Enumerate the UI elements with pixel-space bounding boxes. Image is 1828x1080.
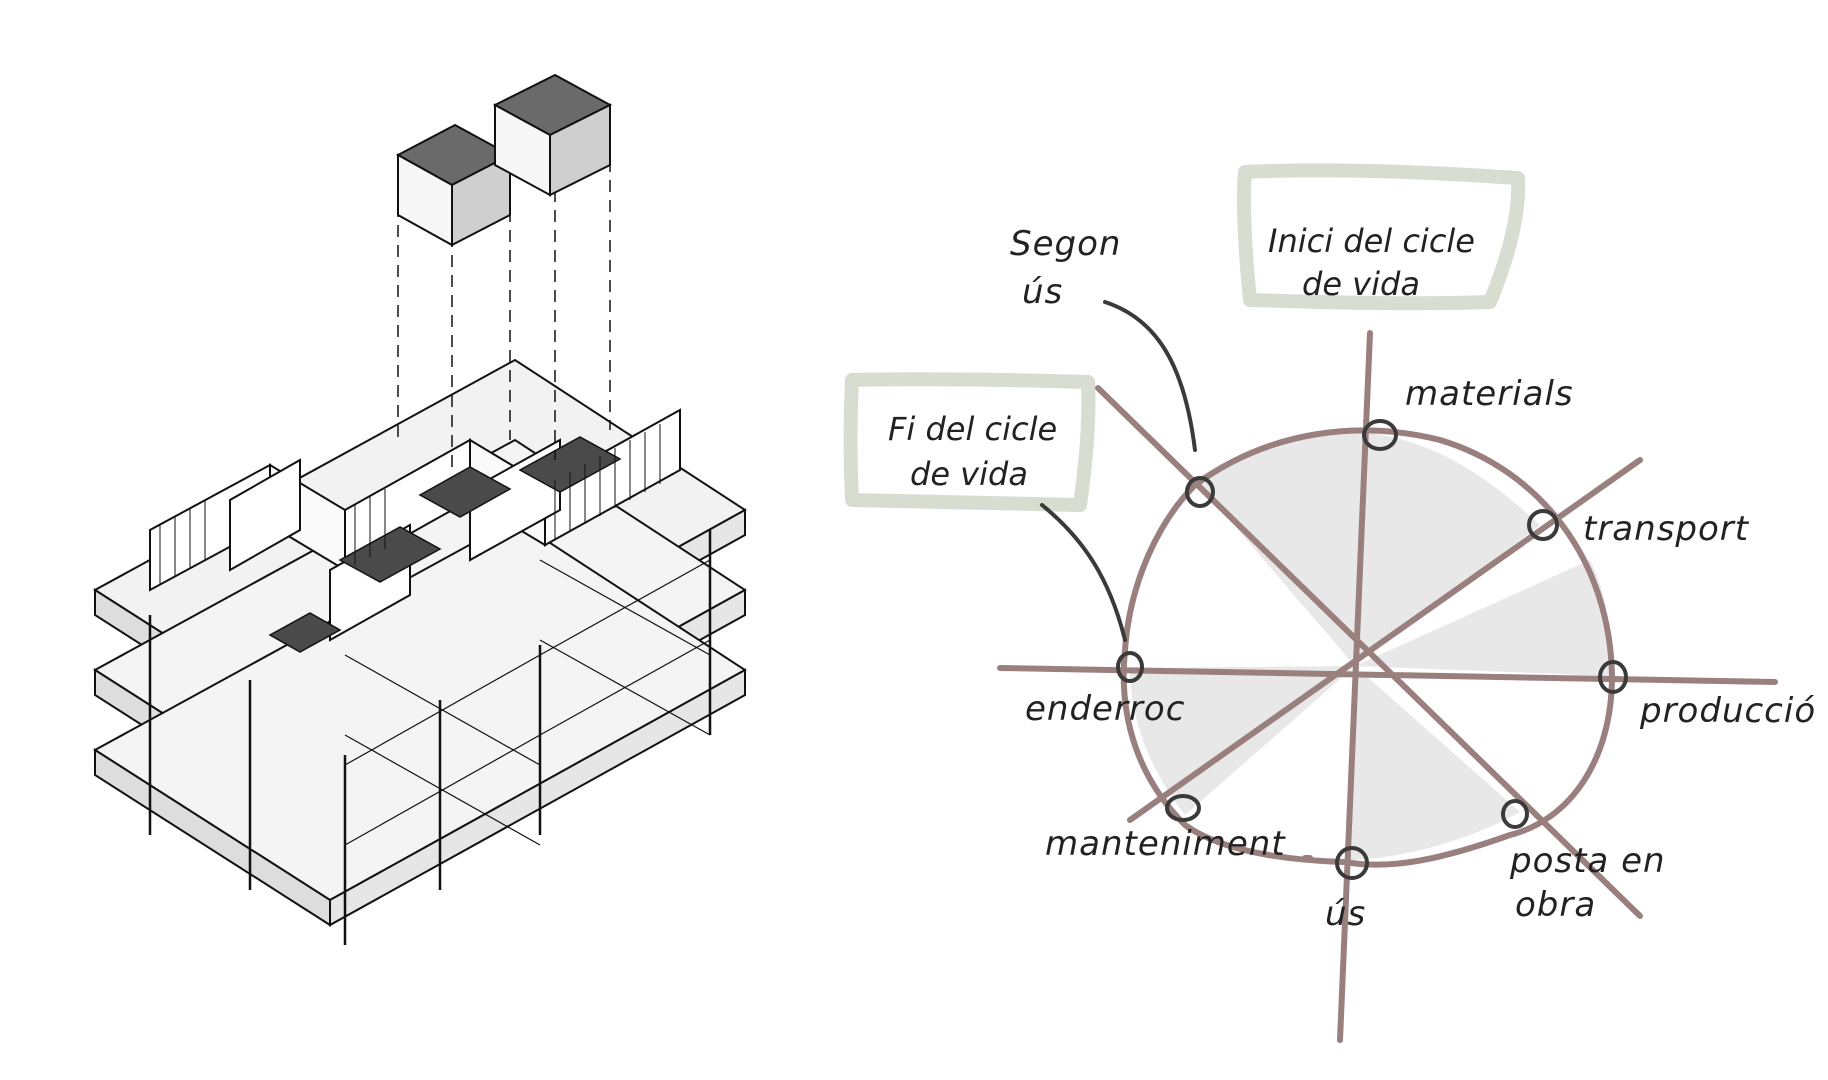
label-posta-line1: posta en bbox=[1509, 841, 1666, 881]
fi-line2: de vida bbox=[910, 455, 1028, 493]
isometric-building-drawing bbox=[93, 73, 747, 945]
node-us bbox=[1335, 846, 1369, 880]
service-modules bbox=[268, 436, 622, 653]
node-produccio bbox=[1598, 660, 1628, 694]
fi-line1: Fi del cicle bbox=[888, 410, 1057, 448]
stage-nodes bbox=[1116, 419, 1628, 880]
exploded-module-1 bbox=[395, 123, 513, 247]
inici-line1: Inici del cicle bbox=[1268, 222, 1475, 260]
cycle-circle-and-spokes bbox=[997, 330, 1778, 1043]
node-manteniment bbox=[1165, 794, 1201, 822]
label-segon-line2: ús bbox=[1022, 272, 1063, 312]
box-inici-del-cicle: Inici del cicle de vida bbox=[1236, 163, 1526, 311]
box-fi-del-cicle: Fi del cicle de vida bbox=[843, 372, 1096, 512]
label-materials: materials bbox=[1405, 374, 1574, 414]
inici-line2: de vida bbox=[1302, 265, 1420, 303]
label-posta-line2: obra bbox=[1515, 885, 1596, 925]
floor-slab-1 bbox=[93, 518, 747, 927]
node-posta-en-obra bbox=[1501, 799, 1529, 829]
cross-bracing bbox=[344, 559, 711, 846]
node-materials bbox=[1362, 419, 1398, 451]
label-segon-line1: Segon bbox=[1010, 224, 1121, 264]
label-transport: transport bbox=[1583, 509, 1750, 549]
exploded-module-2 bbox=[492, 73, 613, 197]
stage-labels: materials transport producció posta en o… bbox=[1010, 224, 1816, 934]
label-enderroc: enderroc bbox=[1025, 689, 1185, 729]
node-transport bbox=[1527, 509, 1559, 541]
columns bbox=[148, 530, 712, 945]
label-produccio: producció bbox=[1639, 691, 1816, 731]
label-manteniment: manteniment bbox=[1045, 824, 1286, 864]
partition-hatching bbox=[159, 424, 661, 585]
top-floor-walls bbox=[149, 408, 681, 642]
node-segon-us bbox=[1185, 476, 1215, 508]
leader-lines bbox=[1040, 300, 1197, 642]
label-us: ús bbox=[1325, 894, 1366, 934]
node-enderroc bbox=[1116, 651, 1144, 683]
